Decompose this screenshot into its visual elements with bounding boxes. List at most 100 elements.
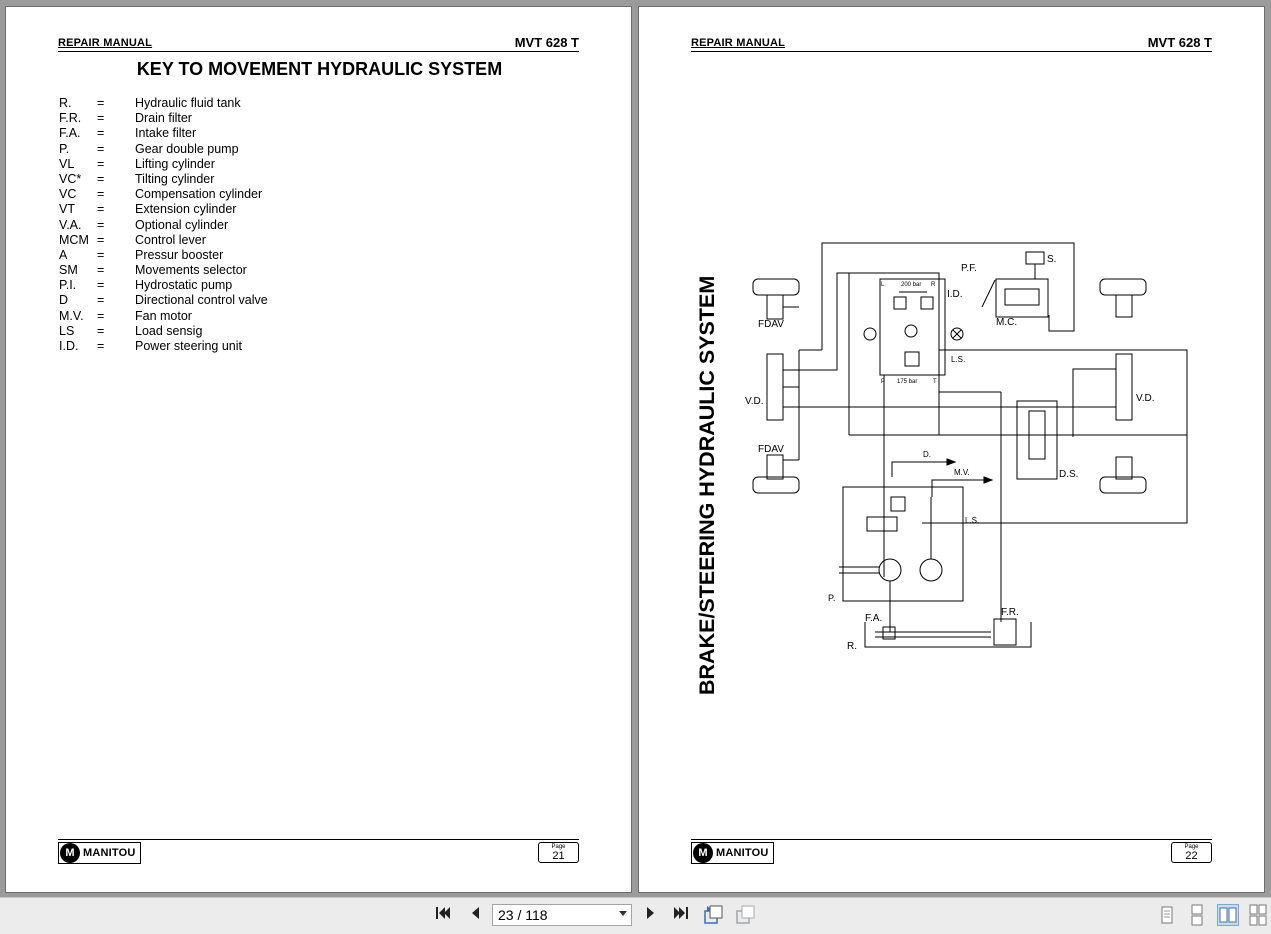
legend-description: Pressur booster — [135, 247, 224, 262]
page-number-input[interactable]: 23 / 118 — [492, 904, 632, 926]
page-label: Page — [551, 844, 566, 850]
legend-code: VC — [59, 187, 77, 202]
port-l: L — [881, 282, 885, 288]
legend-code: D — [59, 293, 69, 308]
label-mv: M.V. — [954, 468, 970, 477]
legend-description: Fan motor — [135, 308, 192, 323]
filter-icon — [890, 496, 906, 512]
ls-bottom-line — [922, 435, 1188, 524]
gauge-icon — [863, 327, 877, 341]
master-cylinder — [995, 278, 1049, 318]
two-page-icon[interactable] — [1217, 904, 1239, 926]
header-manual-title: REPAIR MANUAL — [691, 37, 786, 49]
label-mc: M.C. — [996, 317, 1017, 328]
cylinder-vd-left — [766, 353, 784, 421]
legend-description: Gear double pump — [135, 141, 239, 156]
legend-description: Compensation cylinder — [135, 187, 263, 202]
wheel-front-right — [1099, 278, 1147, 296]
legend-description: Load sensig — [135, 323, 203, 338]
port-t: T — [933, 379, 937, 385]
legend-equals: = — [97, 339, 105, 353]
label-p: P. — [828, 593, 835, 603]
legend-equals: = — [97, 278, 105, 293]
rotate-page-icon[interactable] — [702, 903, 724, 931]
drain-filter-fr — [993, 618, 1017, 646]
line-to-mv — [931, 479, 984, 497]
brake-right-top — [1115, 294, 1133, 318]
last-page-icon[interactable] — [670, 903, 692, 929]
legend-code: VT — [59, 202, 75, 217]
header-model: MVT 628 T — [1147, 35, 1212, 50]
return-line — [821, 242, 1075, 350]
viewer-toolbar — [0, 897, 1271, 934]
wheel-front-left — [752, 278, 800, 296]
label-ds: D.S. — [1059, 469, 1078, 480]
legend-description: Hydraulic fluid tank — [135, 96, 241, 110]
legend-code: I.D. — [59, 339, 79, 353]
brake-fdav-bottom — [766, 454, 784, 480]
arrow-icon — [946, 458, 957, 466]
first-page-icon[interactable] — [432, 903, 454, 929]
legend-code: P. — [59, 141, 70, 156]
next-page-icon[interactable] — [640, 903, 662, 929]
line — [783, 272, 849, 371]
header-model: MVT 628 T — [514, 35, 579, 50]
warning-lamp-icon — [950, 327, 964, 341]
legend-equals: = — [97, 247, 105, 262]
legend-equals: = — [97, 217, 105, 232]
page-header: REPAIR MANUAL MVT 628 T — [58, 35, 579, 52]
legend-description: Power steering unit — [135, 339, 243, 353]
cylinder-vd-right — [1115, 353, 1133, 421]
pedal-icon — [981, 279, 996, 308]
port-p: P — [881, 379, 885, 385]
legend-code: R. — [59, 96, 72, 110]
manitou-logo-mark-icon: M — [693, 843, 713, 863]
legend-equals: = — [97, 232, 105, 247]
legend-description: Hydrostatic pump — [135, 278, 233, 293]
page-title: KEY TO MOVEMENT HYDRAULIC SYSTEM — [136, 59, 503, 79]
label-id: I.D. — [947, 289, 963, 300]
label-ls-bottom: L.S. — [965, 516, 979, 525]
label-fdav-bottom: FDAV — [758, 444, 784, 455]
page-number: 21 — [552, 850, 565, 862]
legend-equals: = — [97, 126, 105, 141]
previous-page-icon[interactable] — [464, 903, 486, 929]
page-indicator: 23 / 118 — [498, 907, 548, 923]
legend-code: VC* — [59, 171, 82, 186]
legend-equals: = — [97, 263, 105, 278]
spool — [1028, 410, 1046, 460]
label-r: R. — [847, 641, 857, 652]
page-footer: M MANITOU Page 21 — [58, 839, 579, 864]
legend-equals: = — [97, 156, 105, 171]
manitou-logo-mark-icon: M — [60, 843, 80, 863]
rotate-back-icon[interactable] — [734, 903, 756, 931]
line — [952, 329, 962, 339]
two-page-continuous-icon[interactable] — [1247, 904, 1269, 926]
document-page-22: REPAIR MANUAL MVT 628 T BRAKE/STEERING H… — [638, 6, 1265, 893]
legend-code: SM — [59, 263, 78, 278]
legend-equals: = — [97, 96, 105, 110]
piston — [1004, 288, 1040, 306]
legend-description: Drain filter — [135, 111, 192, 126]
label-vd-left: V.D. — [745, 396, 764, 407]
legend-code: LS — [59, 323, 75, 338]
legend-code: VL — [59, 156, 75, 171]
rotary-unit-icon — [904, 324, 918, 338]
document-page-21: REPAIR MANUAL MVT 628 T KEY TO MOVEMENT … — [5, 6, 632, 893]
tank-r — [864, 622, 1032, 648]
legend-description: Extension cylinder — [135, 202, 237, 217]
hydraulic-schematic: S. P.F. I.D. M.C. FDAV FDAV V.D. V.D. L.… — [745, 242, 1188, 652]
label-pf: P.F. — [961, 263, 977, 274]
label-s: S. — [1047, 254, 1056, 265]
chevron-down-icon[interactable] — [619, 911, 627, 916]
continuous-icon[interactable] — [1186, 904, 1208, 926]
logo-text: MANITOU — [716, 847, 769, 859]
label-175bar: 175 bar — [897, 379, 917, 385]
single-page-icon[interactable] — [1156, 904, 1178, 926]
selector-ds — [1016, 400, 1058, 480]
legend-code: MCM — [59, 232, 89, 247]
legend-code: M.V. — [59, 308, 84, 323]
reservoir-s — [1025, 251, 1045, 265]
manitou-logo: M MANITOU — [691, 842, 774, 864]
page-header: REPAIR MANUAL MVT 628 T — [691, 35, 1212, 52]
